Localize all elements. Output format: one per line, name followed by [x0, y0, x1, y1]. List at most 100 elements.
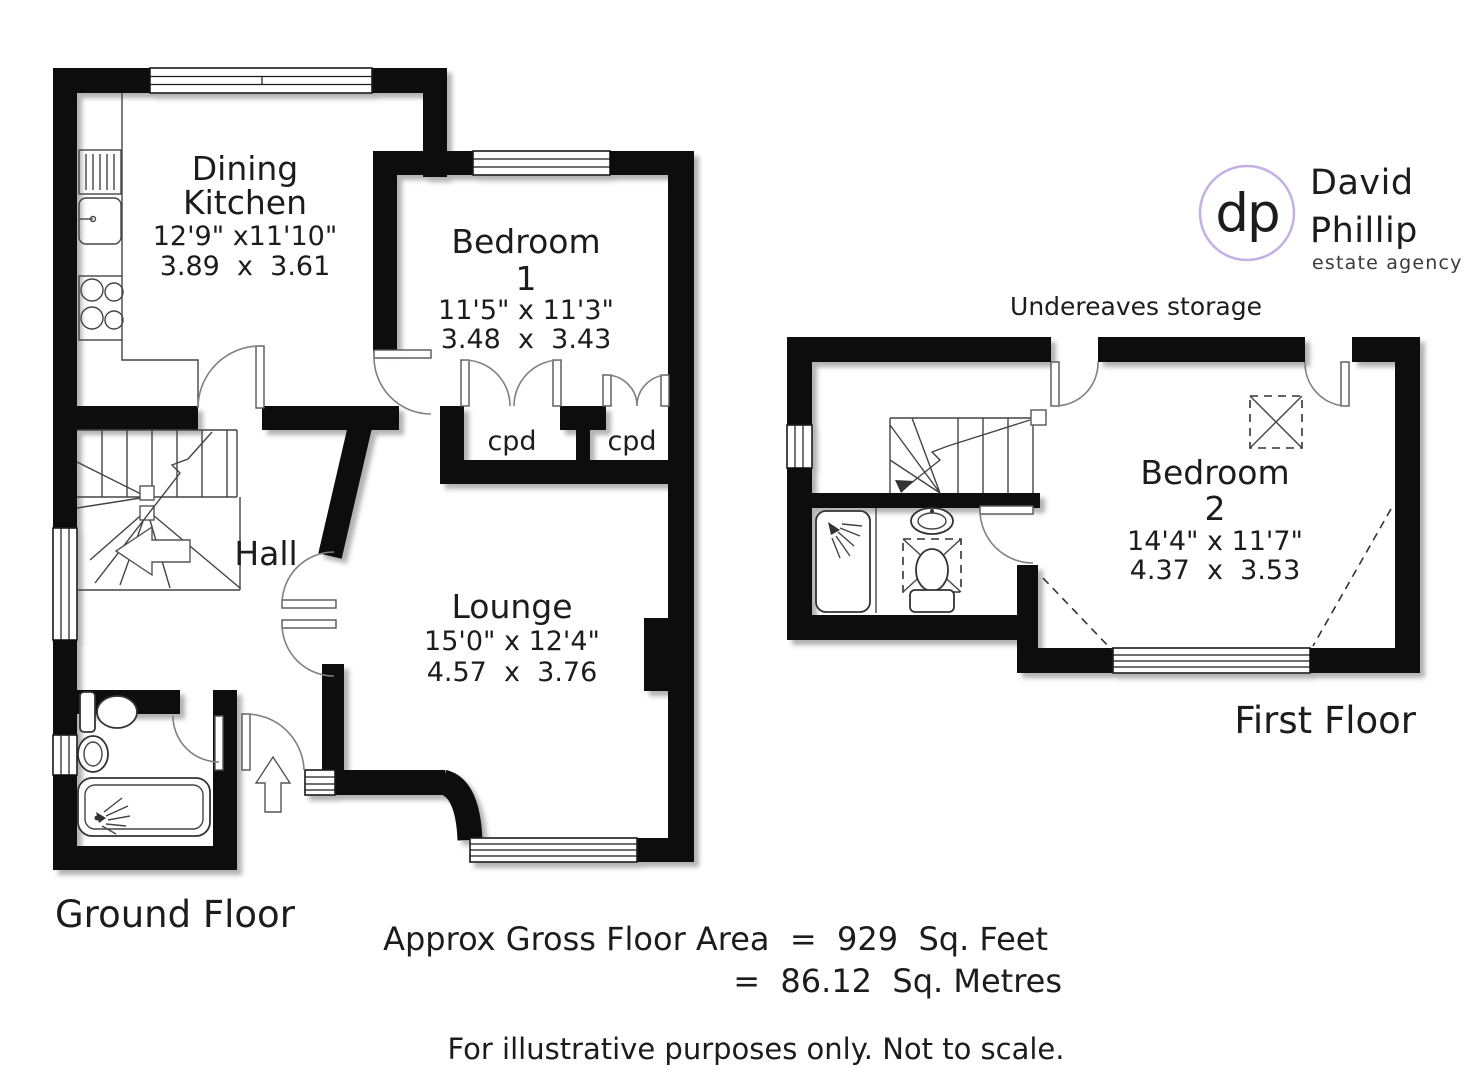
cupboard2-label: cpd	[607, 426, 656, 457]
wall	[787, 468, 812, 640]
lounge-imperial: 15'0" x 12'4"	[424, 626, 600, 657]
ground-bathroom-fixtures	[77, 691, 211, 837]
bedroom2-number: 2	[1205, 489, 1226, 528]
ground-doors	[172, 345, 670, 813]
cupboard1-label: cpd	[487, 426, 536, 457]
undereaves-storage-label: Undereaves storage	[1010, 292, 1262, 321]
ground-floor-plan: Dining Kitchen 12'9" x11'10" 3.89 x 3.61…	[52, 67, 694, 936]
gross-area-feet: Approx Gross Floor Area = 929 Sq. Feet	[383, 920, 1048, 958]
front-door-sidelight	[304, 769, 336, 796]
wall	[1017, 648, 1113, 673]
kitchen-hob	[78, 275, 124, 341]
wall	[610, 151, 694, 175]
dining-kitchen-label: Dining	[192, 149, 299, 188]
logo-name-line1: David	[1310, 163, 1414, 203]
wall	[373, 406, 399, 430]
logo-name-line2: Phillip	[1310, 211, 1418, 251]
wall	[440, 460, 694, 484]
shower-room-door	[979, 505, 1034, 564]
stair-newel	[139, 485, 155, 501]
logo-monogram: dp	[1215, 183, 1278, 244]
wall	[637, 838, 694, 862]
first-stairs	[889, 409, 1047, 494]
disclaimer: For illustrative purposes only. Not to s…	[448, 1032, 1065, 1066]
cupboard2-bifold-doors	[602, 374, 670, 407]
kitchen-window	[149, 67, 373, 94]
toilet	[79, 691, 138, 733]
front-door	[241, 713, 305, 771]
bay-window	[469, 837, 638, 863]
first-doors	[979, 361, 1350, 564]
bedroom2-metric: 4.37 x 3.53	[1130, 555, 1301, 586]
bay-curved-wall	[438, 769, 483, 841]
first-floor-plan: Undereaves storage Bedroom 2 14'4" x 11'…	[786, 292, 1420, 742]
first-floor-walls	[786, 337, 1420, 674]
stair-newel	[139, 505, 155, 521]
lounge-label: Lounge	[451, 587, 572, 626]
stair-direction-line	[904, 419, 1031, 489]
wall	[373, 151, 473, 175]
wall	[53, 846, 237, 870]
bedroom1-metric: 3.48 x 3.43	[441, 324, 612, 355]
logo-tagline: estate agency	[1312, 252, 1463, 274]
cupboard1-bifold-doors	[460, 359, 562, 407]
chimney-breast	[644, 618, 668, 691]
undereaves-door-left	[1050, 361, 1099, 407]
kitchen-counter	[121, 93, 199, 406]
rooflight	[1249, 395, 1303, 449]
wall	[322, 664, 344, 770]
bedroom1-door	[373, 349, 432, 415]
bathroom-door	[172, 715, 224, 771]
wall	[373, 175, 397, 351]
kitchen-fixtures	[78, 93, 199, 406]
wall	[53, 68, 77, 528]
bedroom1-window	[472, 150, 611, 176]
logo-circle-icon	[1198, 164, 1296, 262]
stair-newel	[1030, 409, 1047, 426]
dining-kitchen-metric: 3.89 x 3.61	[160, 251, 331, 282]
stair-direction-line	[94, 431, 213, 584]
landing-window	[786, 424, 813, 469]
bath	[77, 777, 211, 837]
bedroom2-label: Bedroom	[1140, 453, 1289, 492]
lounge-metric: 4.57 x 3.76	[427, 657, 598, 688]
wall	[668, 175, 694, 862]
bedroom2-imperial: 14'4" x 11'7"	[1127, 526, 1303, 557]
hall-side-window	[52, 527, 78, 641]
stair-direction-arrow-icon	[895, 480, 914, 493]
footer: Approx Gross Floor Area = 929 Sq. Feet =…	[383, 920, 1064, 1066]
shower-spray-icon	[96, 812, 106, 823]
agency-logo: dp David Phillip estate agency	[1198, 163, 1463, 274]
wall	[1017, 565, 1038, 673]
bedroom2-window	[1112, 647, 1311, 674]
ground-stairs	[76, 429, 241, 591]
entrance-arrow-icon	[254, 755, 292, 813]
basin	[910, 507, 954, 535]
ground-floor-label: Ground Floor	[55, 893, 296, 936]
shower-tray	[815, 510, 871, 613]
wall	[53, 640, 77, 735]
wall	[1395, 337, 1420, 673]
ground-floor-walls	[52, 67, 694, 870]
wall	[77, 406, 198, 430]
bedroom1-label: Bedroom	[451, 222, 600, 261]
toilet-restricted-headroom	[902, 538, 962, 613]
undereaves-door-right	[1304, 361, 1350, 407]
wall	[787, 337, 812, 425]
dining-kitchen-label2: Kitchen	[183, 183, 307, 222]
wall	[787, 615, 1017, 640]
wall	[1098, 337, 1305, 362]
basin	[77, 735, 109, 773]
gross-area-metres: = 86.12 Sq. Metres	[733, 962, 1062, 1000]
shower-room-fixtures	[815, 507, 962, 613]
wall	[335, 770, 445, 795]
dining-kitchen-imperial: 12'9" x11'10"	[153, 221, 338, 252]
wall-diagonal	[318, 415, 374, 559]
sloped-ceiling-lines	[1042, 508, 1392, 651]
wall	[787, 337, 1051, 362]
bedroom1-imperial: 11'5" x 11'3"	[438, 295, 614, 326]
bedroom1-number: 1	[516, 259, 537, 298]
kitchen-door	[197, 345, 265, 409]
kitchen-sink	[78, 149, 122, 245]
